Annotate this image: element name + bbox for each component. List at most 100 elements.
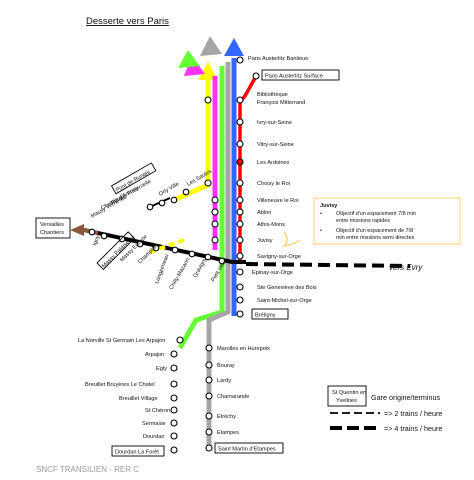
station-bretigny[interactable]: [236, 310, 244, 318]
frame-massy-pal: [96, 231, 136, 271]
station-bibliotheque-2[interactable]: [236, 96, 244, 104]
station-lardy[interactable]: [205, 376, 213, 384]
footer-text: SNCF TRANSILIEN - RER C: [36, 465, 139, 474]
station-bouray[interactable]: [205, 361, 213, 369]
station-versailles[interactable]: [88, 228, 96, 236]
station-norville[interactable]: [176, 336, 184, 344]
station-breuillet-village[interactable]: [170, 394, 178, 402]
label-norville: La Norville St Germain Les Arpajon: [78, 338, 165, 344]
station-egly[interactable]: [170, 364, 178, 372]
station-austerlitz-surface[interactable]: [252, 72, 260, 80]
station-etrechy[interactable]: [205, 412, 213, 420]
station-gravigny[interactable]: [204, 253, 212, 261]
station-pont-rungis[interactable]: [158, 199, 166, 207]
label-ste-genevieve: Ste Geneviève des Bois: [257, 285, 317, 291]
station-etampes[interactable]: [205, 428, 213, 436]
label-longjumeau: Longjumeau: [154, 254, 170, 285]
station-chilly[interactable]: [188, 250, 196, 258]
station-marolles[interactable]: [205, 344, 213, 352]
frame-versailles: [35, 217, 71, 239]
station-bibliotheque-1[interactable]: [204, 96, 212, 104]
station-arpajon[interactable]: [170, 350, 178, 358]
label-egly: Egly: [156, 366, 167, 372]
juvisy-bullet-2: •: [320, 228, 322, 234]
station-st-cheron[interactable]: [170, 406, 178, 414]
station-juvisy-2[interactable]: [236, 236, 244, 244]
legend: St Quentin en Yvelines Gare origine/term…: [327, 385, 442, 433]
label-ivry: Ivry-sur-Seine: [257, 120, 292, 126]
station-ardoines[interactable]: [236, 158, 244, 166]
label-dourdan: Dourdan: [143, 434, 164, 440]
label-bretigny: Brétigny: [255, 313, 276, 319]
station-villeneuve-2[interactable]: [236, 196, 244, 204]
label-marolles: Marolles en Hurepoix: [217, 346, 270, 352]
station-les-saules[interactable]: [182, 188, 190, 196]
station-dourdan[interactable]: [170, 432, 178, 440]
grey-arrow: [200, 36, 222, 56]
label-dourdan-foret: Dourdan La Forêt: [115, 450, 159, 456]
station-choisy-1[interactable]: [204, 179, 212, 187]
station-choisy-2[interactable]: [236, 179, 244, 187]
station-juvisy-1[interactable]: [211, 236, 219, 244]
legend-two-trains: => 2 trains / heure: [384, 409, 442, 418]
station-ivry[interactable]: [236, 118, 244, 126]
lime-arrow: [178, 50, 200, 68]
station-athis[interactable]: [211, 220, 219, 228]
label-massy-verrieres: Massy Verrières: [90, 194, 128, 219]
brown-arrow: [70, 224, 84, 236]
label-juvisy: Juvisy: [257, 238, 273, 244]
yellow-arrow: [198, 62, 218, 80]
label-savigny: Savigny-sur-Orge: [257, 254, 301, 260]
map-title: Desserte vers Paris: [86, 16, 169, 27]
label-igny: Igny: [92, 235, 101, 247]
juvisy-note-b1l1: Objectif d'un espacement 7/8 min: [336, 211, 416, 217]
note-brace: [282, 231, 301, 247]
label-st-michel: Saint-Michel-sur-Orge: [257, 298, 312, 304]
station-austerlitz-banlieue[interactable]: [236, 56, 244, 64]
evry-dash: [245, 262, 411, 268]
yellow-dash: [149, 238, 185, 254]
station-vitry[interactable]: [236, 140, 244, 148]
legend-sq-line1: St Quentin en: [332, 390, 366, 396]
label-ardoines: Les Ardoines: [257, 160, 290, 166]
label-breuillet-bruyeres: Breuillet Bruyères Le Chatel: [85, 382, 155, 388]
station-st-michel[interactable]: [236, 296, 244, 304]
station-longjumeau[interactable]: [171, 246, 179, 254]
label-epinay: Epinay-sur-Orge: [252, 270, 293, 276]
station-massy-europe[interactable]: [136, 240, 144, 248]
juvisy-bullet-1: •: [320, 211, 322, 217]
label-st-martin: Saint Martin d'Etampes: [218, 447, 276, 453]
juvisy-note-title: Juvisy: [320, 203, 338, 209]
station-athis-2[interactable]: [236, 220, 244, 228]
label-ablon: Ablon: [257, 210, 271, 216]
label-choisy: Choisy le Roi: [257, 181, 290, 187]
station-breuillet-bruyeres[interactable]: [170, 380, 178, 388]
label-versailles-1: Versailles: [40, 222, 64, 228]
trunk-lines: [172, 36, 257, 450]
juvisy-note-b2l1: Objectif d'un espacement de 7/8: [336, 228, 413, 234]
station-chamarande[interactable]: [205, 392, 213, 400]
label-chilly: Chilly-Mazarin: [169, 257, 192, 291]
station-sermaise[interactable]: [170, 419, 178, 427]
trunk-stations: [88, 56, 260, 454]
station-igny[interactable]: [100, 232, 108, 240]
station-massy-verrieres[interactable]: [146, 203, 154, 211]
station-savigny[interactable]: [236, 252, 244, 260]
station-villeneuve[interactable]: [211, 196, 219, 204]
frame-bretigny: [251, 308, 289, 320]
station-massy-pal[interactable]: [118, 235, 126, 243]
legend-four-trains: => 4 trains / heure: [384, 424, 442, 433]
station-petit-vaux[interactable]: [218, 257, 226, 265]
station-orly[interactable]: [170, 196, 178, 204]
station-dourdan-foret[interactable]: [170, 446, 178, 454]
legend-sq-box: [327, 385, 367, 407]
station-ablon[interactable]: [211, 208, 219, 216]
blue-arrow: [224, 38, 244, 56]
station-epinay[interactable]: [236, 268, 244, 276]
station-ablon-2[interactable]: [236, 208, 244, 216]
label-austerlitz-surface: Paris Austerlitz Surface: [265, 74, 323, 80]
station-champlan[interactable]: [152, 244, 160, 252]
station-ste-genevieve[interactable]: [236, 283, 244, 291]
station-st-martin[interactable]: [205, 444, 213, 452]
